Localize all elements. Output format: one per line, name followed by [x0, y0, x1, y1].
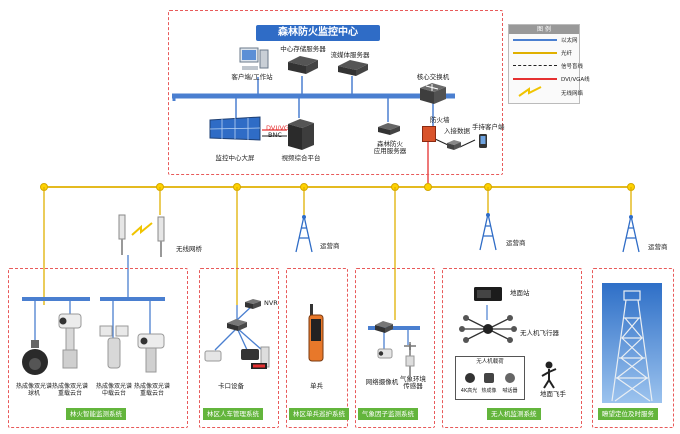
access-switch-icon-vehicle — [227, 319, 247, 331]
video-wall-icon — [209, 116, 261, 141]
checkpoint-label: 卡口设备 — [218, 382, 244, 390]
carrier-label-3: 运营商 — [648, 243, 668, 251]
video-platform-icon — [288, 119, 314, 150]
access-gateway-icon — [447, 140, 461, 150]
payload-speaker-label: 喊话器 — [502, 388, 518, 394]
dvi-line-icon — [513, 78, 557, 80]
fire-device-2-label: 热成像双光谱 重载云台 — [51, 383, 89, 397]
legend-fiber: 光纤 — [561, 51, 573, 57]
network-camera-icon — [377, 348, 393, 359]
ground-station-label: 地面站 — [510, 289, 530, 297]
media-server-label: 流媒体服务器 — [330, 51, 370, 59]
weather-sensor-icon — [404, 342, 416, 376]
carrier-label-1: 运营商 — [320, 242, 340, 250]
tower-system-label: 瞭望定位及时服务 — [598, 408, 658, 420]
carrier-tower-icon-2 — [479, 213, 497, 251]
mobile-client-icon — [479, 134, 487, 148]
carrier-label-2: 运营商 — [506, 239, 526, 247]
vehicle-management-region — [199, 268, 279, 428]
vehicle-system-label: 林区人车管理系统 — [203, 408, 263, 420]
watchtower-icon — [611, 290, 653, 402]
media-server-icon — [338, 60, 368, 76]
storage-server-label: 中心存储服务器 — [280, 45, 326, 53]
uav-system-label: 无人机监测系统 — [487, 408, 541, 420]
mobile-client-label: 手持客户端 — [472, 123, 505, 131]
weather-system-label: 气象因子监测系统 — [358, 408, 418, 420]
ground-pilot-label: 地面飞手 — [540, 390, 566, 398]
ethernet-line-icon — [513, 39, 557, 41]
legend-signal: 信号盲线 — [561, 64, 584, 70]
weather-sensor-label: 气象环境 传感器 — [400, 375, 426, 391]
legend-ethernet: 以太网 — [561, 38, 578, 44]
patrol-system-label: 林区单兵巡护系统 — [289, 408, 349, 420]
tower-region — [592, 268, 674, 428]
fire-app-server-icon — [378, 123, 400, 135]
fire-system-label: 林火智能监测系统 — [66, 408, 126, 420]
firewall-icon — [422, 126, 436, 142]
wireless-bridge-icon — [118, 214, 165, 257]
wireless-bolt-icon — [518, 86, 542, 97]
legend: 图 例 以太网 光纤 信号盲线 DVI/VGA线 无线网络 — [508, 24, 590, 104]
watchtower-photo — [602, 283, 662, 403]
legend-wireless: 无线网络 — [561, 91, 584, 97]
heavy-ptz-camera-icon-1 — [58, 313, 82, 369]
workstation-icon — [239, 47, 269, 70]
bnc-label: BNC — [268, 131, 282, 139]
signal-line-icon — [513, 65, 557, 66]
payload-thermal-label: 热成像 — [481, 388, 497, 394]
uav-region — [442, 268, 582, 428]
ground-station-icon — [474, 287, 502, 301]
firewall-label: 防火墙 — [430, 116, 450, 124]
ptz-dome-camera-icon — [22, 340, 48, 375]
network-camera-label: 网络摄像机 — [365, 378, 399, 386]
legend-header: 图 例 — [509, 25, 579, 34]
payload-4k-label: 4K高光 — [460, 388, 478, 394]
fiber-line-icon — [513, 52, 557, 54]
core-switch-label: 核心交换机 — [416, 73, 450, 81]
weather-region — [355, 268, 435, 428]
storage-server-icon — [288, 56, 318, 74]
uav-payload-panel: 无人机载荷 4K高光 热成像 喊话器 — [455, 356, 525, 400]
page-title: 森林防火监控中心 — [256, 25, 380, 41]
payload-devices-icon — [465, 373, 515, 383]
uav-payload-label: 无人机载荷 — [476, 359, 504, 365]
carrier-tower-icon-1 — [295, 215, 313, 253]
monitoring-center-region — [168, 10, 503, 175]
nvr-label: NVR — [264, 299, 278, 307]
nvr-icon — [245, 299, 261, 309]
fire-device-3-label: 热成像双光谱 中载云台 — [95, 383, 133, 397]
fire-device-4-label: 热成像双光谱 重载云台 — [133, 383, 171, 397]
uav-label: 无人机飞行器 — [520, 329, 559, 337]
uav-drone-icon — [459, 315, 517, 343]
access-gateway-label: 入接数据 — [444, 127, 470, 135]
legend-dvi: DVI/VGA线 — [561, 77, 590, 83]
wireless-bridge-label: 无线网桥 — [176, 245, 202, 253]
video-platform-label: 視频综合平台 — [281, 154, 321, 162]
patrol-region — [286, 268, 348, 428]
heavy-ptz-camera-icon-2 — [137, 333, 165, 373]
fire-device-1-label: 热成像双光谱 球机 — [15, 383, 53, 397]
fire-monitoring-region — [8, 268, 188, 428]
radio-terminal-icon — [308, 304, 324, 362]
workstation-label: 客户端/工作站 — [231, 73, 273, 81]
medium-ptz-camera-icon — [99, 325, 129, 369]
access-switch-icon-weather — [375, 321, 393, 333]
ground-pilot-icon — [541, 361, 557, 389]
patrol-device-label: 单兵 — [310, 382, 323, 390]
carrier-tower-icon-3 — [622, 215, 640, 253]
dvi-label: DVI/VGA — [266, 124, 294, 132]
core-switch-icon — [420, 83, 446, 104]
checkpoint-devices-icon — [204, 346, 270, 369]
video-wall-label: 监控中心大屏 — [215, 154, 255, 162]
fire-app-server-label: 森林防火 应用服务器 — [373, 140, 407, 156]
